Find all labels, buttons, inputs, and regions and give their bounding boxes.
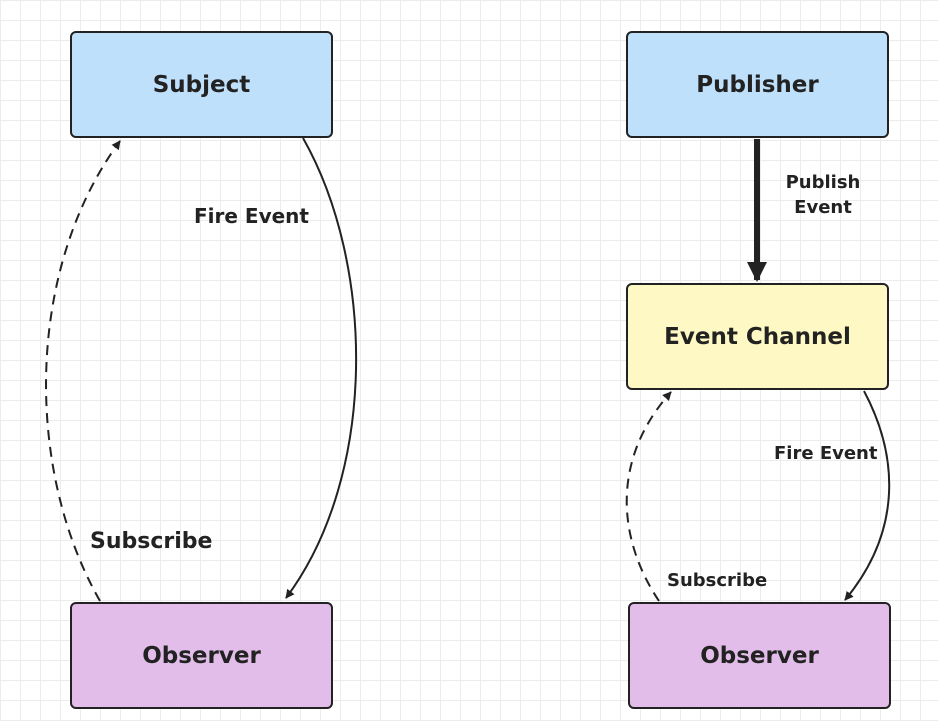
event-channel-label: Event Channel <box>664 323 851 350</box>
event-channel-node[interactable]: Event Channel <box>626 283 889 390</box>
publish-event-label-line2: Event <box>794 197 852 218</box>
fire-event-label-right: Fire Event <box>774 443 878 464</box>
observer-node-left[interactable]: Observer <box>70 602 333 709</box>
subscribe-connector-right[interactable] <box>625 391 672 602</box>
subject-label: Subject <box>152 71 251 98</box>
observer-label-right: Observer <box>700 642 819 669</box>
subscribe-label-left: Subscribe <box>90 529 213 554</box>
publisher-node[interactable]: Publisher <box>626 31 889 138</box>
subject-node[interactable]: Subject <box>70 31 333 138</box>
fire-event-connector-left[interactable] <box>285 137 358 599</box>
fire-event-label-left: Fire Event <box>194 204 309 228</box>
publish-event-label: Publish Event <box>782 170 864 220</box>
fire-event-connector-right[interactable] <box>844 390 891 601</box>
subscribe-connector-left[interactable] <box>45 140 121 602</box>
subscribe-label-right: Subscribe <box>667 570 768 591</box>
observer-node-right[interactable]: Observer <box>628 602 891 709</box>
observer-label-left: Observer <box>142 642 261 669</box>
publisher-label: Publisher <box>696 71 819 98</box>
publish-event-label-line1: Publish <box>785 172 861 193</box>
